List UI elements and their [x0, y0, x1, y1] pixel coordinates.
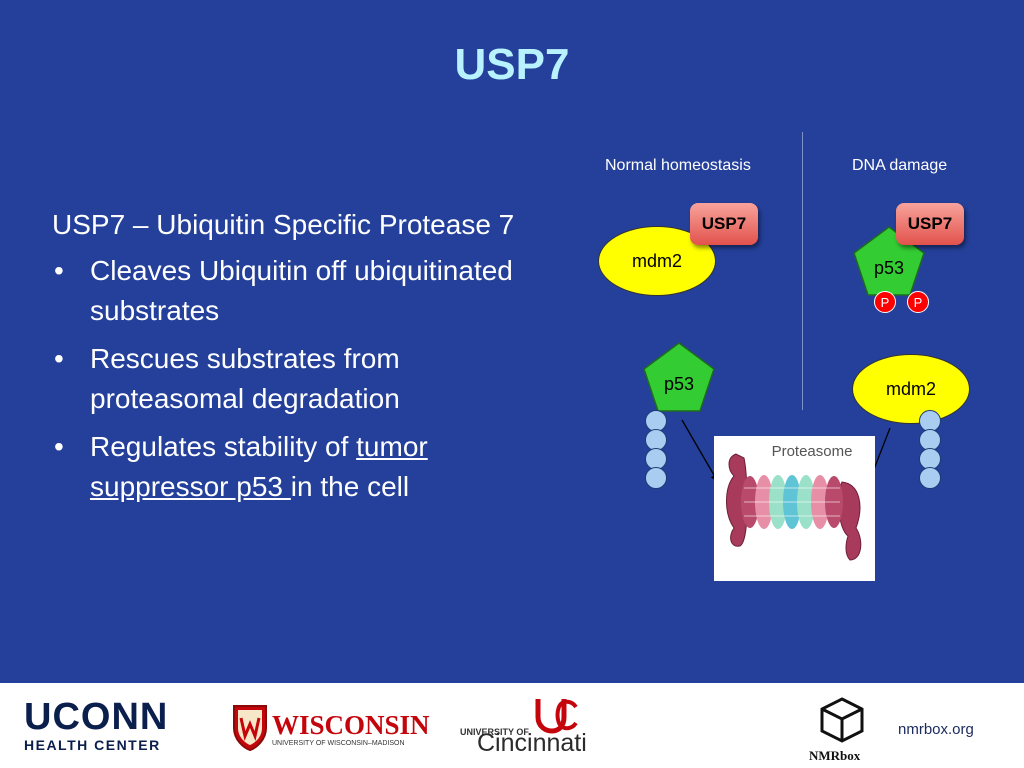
column-divider [802, 132, 803, 410]
bullet-item: • Rescues substrates from proteasomal deg… [52, 339, 522, 419]
uconn-wordmark: UCONN [24, 696, 169, 738]
wisconsin-crest-icon [230, 700, 270, 752]
phospho-badge: P [907, 291, 929, 313]
bullet-text: Rescues substrates from proteasomal degr… [90, 343, 400, 414]
slide: USP7 USP7 – Ubiquitin Specific Protease … [52, 40, 970, 581]
bullet-dot: • [54, 431, 64, 462]
phospho-badge: P [874, 291, 896, 313]
bullet-dot: • [54, 343, 64, 374]
bullet-item: • Cleaves Ubiquitin off ubiquitinated sub… [52, 251, 522, 331]
p53-label: p53 [874, 258, 904, 278]
dna-damage-label: DNA damage [852, 157, 948, 174]
nmrbox-url[interactable]: nmrbox.org [898, 721, 974, 738]
uconn-subtitle: HEALTH CENTER [24, 737, 161, 753]
cincinnati-small: UNIVERSITY OF [460, 727, 529, 737]
usp7-box: USP7 [690, 203, 758, 245]
bullet-text-block: USP7 – Ubiquitin Specific Protease 7 • Cl… [52, 205, 522, 515]
cincinnati-wordmark: Cincinnati [477, 729, 587, 757]
ubiquitin-bead [919, 467, 941, 489]
ubiquitin-bead [645, 467, 667, 489]
normal-homeostasis-label: Normal homeostasis [605, 157, 751, 174]
p53-label: p53 [664, 374, 694, 394]
tumor-link[interactable]: tumor [356, 431, 428, 462]
bullet-text: Cleaves Ubiquitin off ubiquitinated subs… [90, 255, 513, 326]
bullet-dot: • [54, 255, 64, 286]
p53-pentagon-normal: p53 [643, 342, 715, 412]
usp7-label: USP7 [907, 214, 953, 233]
mdm2-oval: mdm2 [852, 354, 970, 424]
bullet-item: • Regulates stability of tumor suppressor … [52, 427, 522, 507]
lead-text: USP7 – Ubiquitin Specific Protease 7 [52, 209, 515, 240]
nmrbox-wordmark: NMRbox [809, 748, 861, 763]
wisconsin-wordmark: WISCONSIN [272, 710, 430, 740]
proteasome-label: Proteasome [772, 443, 853, 460]
proteasome-body [726, 453, 862, 561]
arrow-p53-to-proteasome [681, 419, 719, 483]
bullet-prefix: Regulates stability of [90, 431, 357, 462]
cincinnati-uc-icon [535, 699, 578, 734]
phospho-label: P [913, 294, 923, 310]
wisconsin-subtitle: UNIVERSITY OF WISCONSIN–MADISON [272, 740, 405, 747]
usp7-label: USP7 [701, 214, 747, 233]
bullet-list: • Cleaves Ubiquitin off ubiquitinated sub… [52, 251, 522, 507]
footer: UCONN HEALTH CENTER WISCONSIN UNIVERSITY… [0, 683, 1024, 768]
bullet-suffix: in the cell [290, 471, 410, 502]
slide-title: USP7 [454, 40, 570, 89]
mdm2-label: mdm2 [631, 250, 682, 271]
uconn-logo: UCONN HEALTH CENTER [24, 696, 169, 753]
proteasome-image: Proteasome [714, 436, 875, 581]
usp7-box: USP7 [896, 203, 964, 245]
phospho-label: P [880, 294, 890, 310]
suppressor-link[interactable]: suppressor p53 [90, 471, 291, 502]
mdm2-label: mdm2 [885, 378, 936, 399]
nmrbox-cube-icon [820, 697, 864, 743]
